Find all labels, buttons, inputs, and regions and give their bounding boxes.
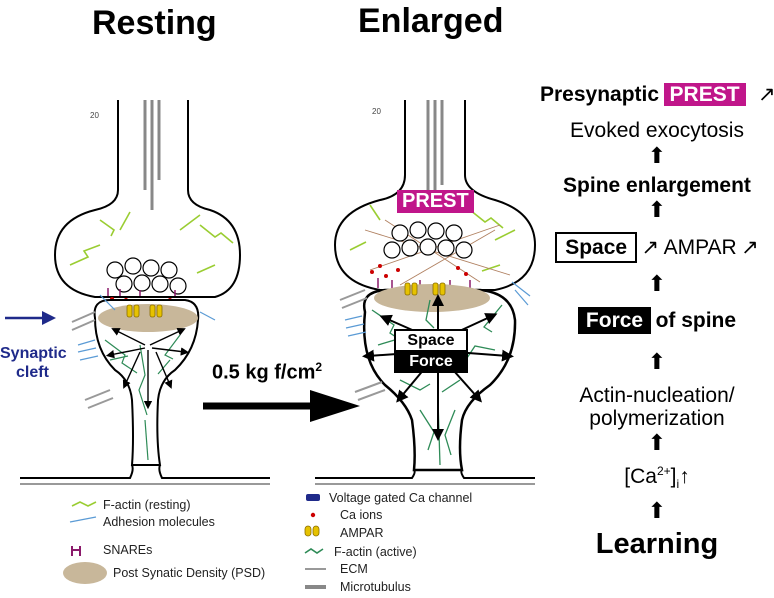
- legend-icons: [63, 494, 326, 589]
- pressure-label: 0.5 kg f/cm2: [212, 360, 322, 385]
- flow-ca-sup: 2+: [656, 464, 671, 478]
- flow-actin-line1: Actin-nucleation/: [579, 384, 735, 407]
- resting-force-arrows: [105, 327, 190, 410]
- resting-psd: [98, 304, 198, 332]
- enlarged-ecm: [339, 289, 386, 401]
- up-arrow-icon: ⬆: [647, 349, 667, 374]
- force-box-label: Force: [394, 351, 468, 373]
- flow-actin-line2: polymerization: [589, 407, 725, 431]
- synaptic-cleft-arrow: [5, 311, 56, 325]
- pressure-value: 0.5 kg f/cm: [212, 361, 316, 384]
- legend-f-actin-resting: F-actin (resting): [103, 498, 191, 512]
- flow-ampar: AMPAR: [663, 236, 737, 259]
- legend-f-actin-active: F-actin (active): [334, 545, 417, 559]
- legend-microtubule: Microtubulus: [340, 580, 411, 594]
- resting-presynaptic-terminal: [53, 100, 242, 298]
- synaptic-cleft-line1: Synaptic: [0, 345, 67, 362]
- flow-learning: Learning: [595, 528, 719, 560]
- synaptic-cleft-line2: cleft: [16, 364, 49, 382]
- enlarged-ampar: [404, 282, 446, 296]
- up-right-arrow-icon: ↗: [741, 236, 759, 259]
- flow-force-row: Force of spine: [540, 307, 774, 335]
- enlargement-arrow: [203, 390, 360, 422]
- flow-presynaptic-row: Presynaptic PREST ↗: [540, 83, 774, 107]
- enlarged-dendrite: [315, 469, 535, 479]
- resting-actin: [69, 211, 234, 274]
- snare-icon: [71, 546, 81, 556]
- flow-force: Force: [577, 307, 652, 335]
- enlarged-ca-ions: [370, 264, 468, 278]
- legend-adhesion: Adhesion molecules: [103, 515, 215, 529]
- flow-evoked: Evoked exocytosis: [570, 119, 744, 142]
- resting-adhesion: [77, 294, 216, 361]
- ca-channel-icon: [306, 494, 320, 501]
- flow-ca-close: ]: [670, 465, 677, 488]
- flow-ca-open: [Ca: [624, 465, 657, 488]
- legend-ampar: AMPAR: [340, 526, 384, 540]
- flow-prest: PREST: [663, 83, 746, 107]
- resting-microtubules: [143, 100, 161, 210]
- enlarged-adhesion: [344, 281, 531, 337]
- flow-actin: Actin-nucleation/ polymerization: [540, 384, 774, 430]
- up-arrow-icon: ⬆: [647, 498, 667, 523]
- f-actin-resting-icon: [71, 501, 97, 507]
- legend-ca-channel: Voltage gated Ca channel: [329, 491, 473, 505]
- psd-icon: [63, 562, 107, 584]
- flow-of-spine: of spine: [655, 309, 737, 332]
- flow-ca-up: ↑: [679, 465, 690, 488]
- synaptic-cleft-label: Synaptic cleft: [0, 344, 67, 382]
- up-right-arrow-icon: ↗: [757, 83, 774, 106]
- ampar-icon: [304, 525, 320, 537]
- up-arrow-icon: ⬆: [647, 430, 667, 455]
- resting-spine-head: [93, 299, 200, 466]
- space-box-label: Space: [394, 329, 468, 353]
- enlarged-title: Enlarged: [358, 2, 504, 40]
- scale-mark-left: 20: [90, 111, 99, 120]
- resting-synapse: 20: [20, 100, 270, 485]
- enlarged-actin: [349, 204, 516, 272]
- up-arrow-icon: ⬆: [647, 197, 667, 222]
- resting-snares: [107, 288, 176, 296]
- resting-ampar: [126, 304, 163, 318]
- flow-space: Space: [555, 232, 638, 264]
- flow-presynaptic: Presynaptic: [540, 83, 660, 106]
- legend-psd: Post Synatic Density (PSD): [113, 566, 266, 580]
- up-arrow-icon: ⬆: [647, 271, 667, 296]
- enlarged-synapse: 20: [315, 100, 537, 485]
- up-right-arrow-icon: ↗: [641, 236, 660, 259]
- adhesion-icon: [69, 516, 97, 523]
- legend-ecm: ECM: [340, 562, 368, 576]
- enlarged-psd: [374, 284, 490, 312]
- flow-calcium: [Ca2+]i↑: [540, 464, 774, 492]
- f-actin-active-icon: [304, 548, 324, 554]
- enlarged-vesicles: [383, 221, 473, 259]
- resting-ecm: [71, 311, 114, 409]
- prest-box-label: PREST: [397, 190, 474, 213]
- flow-spine-enlargement: Spine enlargement: [563, 174, 751, 197]
- resting-active-actin: [104, 334, 181, 461]
- flow-space-row: Space ↗ AMPAR ↗: [540, 232, 774, 264]
- resting-dendrite: [20, 464, 270, 479]
- legend-ca-ions: Ca ions: [340, 508, 383, 522]
- up-arrow-icon: ⬆: [647, 143, 667, 168]
- resting-vesicles: [106, 257, 187, 295]
- pressure-exponent: 2: [315, 360, 323, 374]
- flow-ca-sub: i: [676, 477, 680, 492]
- ca-ion-icon: [310, 512, 316, 518]
- resting-title: Resting: [92, 4, 217, 42]
- scale-mark-right: 20: [372, 107, 381, 116]
- enlarged-microtubules: [426, 100, 444, 200]
- synapse-diagram: 20: [5, 100, 537, 589]
- legend-snares: SNAREs: [103, 543, 153, 557]
